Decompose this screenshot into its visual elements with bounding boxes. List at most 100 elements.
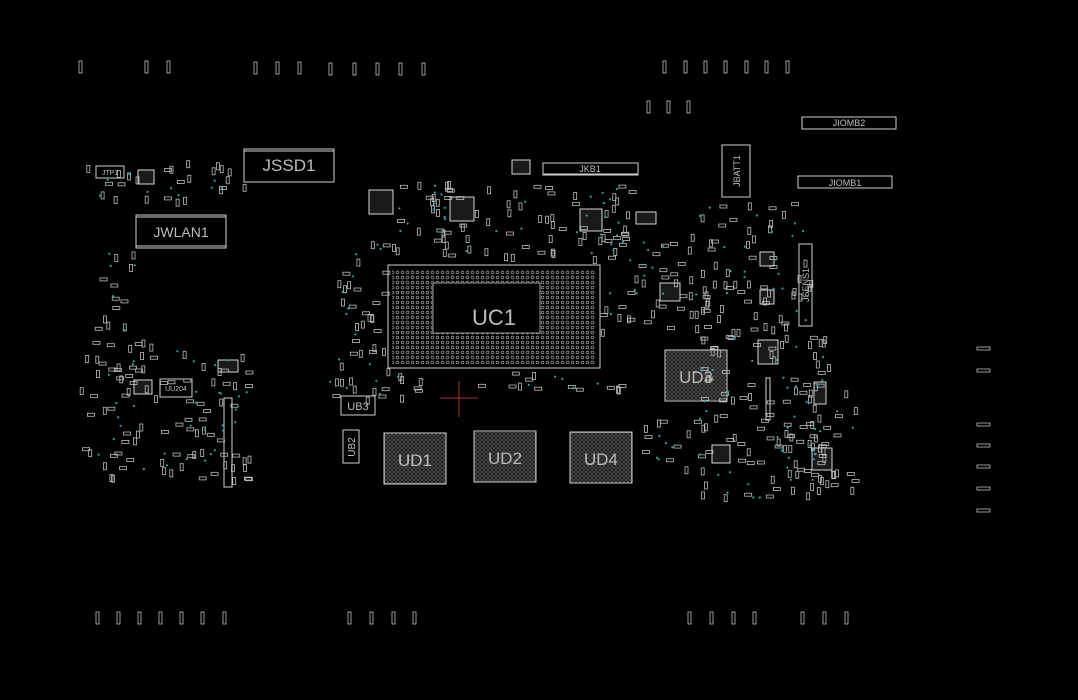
connector-jssd1[interactable]: JSSD1 bbox=[243, 148, 335, 183]
passive-component bbox=[721, 370, 730, 374]
passive-component bbox=[505, 231, 514, 236]
passive-component bbox=[606, 385, 615, 390]
passive-component bbox=[806, 492, 811, 501]
passive-component bbox=[416, 227, 421, 236]
passive-component bbox=[659, 419, 668, 424]
passive-component bbox=[627, 290, 636, 295]
passive-component bbox=[506, 200, 511, 209]
via bbox=[641, 263, 644, 266]
chip-ud1[interactable]: UD1 bbox=[383, 432, 447, 485]
passive-component bbox=[135, 176, 140, 185]
passive-component bbox=[110, 453, 118, 458]
passive-component bbox=[182, 351, 187, 359]
via bbox=[727, 390, 730, 393]
right-edge-pads bbox=[976, 346, 991, 513]
passive-component bbox=[723, 281, 728, 290]
passive-component bbox=[217, 438, 225, 443]
passive-component bbox=[767, 289, 771, 298]
passive-component bbox=[117, 182, 126, 187]
passive-component bbox=[723, 494, 728, 503]
via bbox=[218, 391, 221, 394]
passive-component bbox=[79, 387, 84, 396]
passive-component bbox=[550, 214, 555, 223]
passive-component bbox=[766, 400, 775, 405]
passive-component bbox=[739, 395, 748, 400]
via bbox=[787, 456, 790, 459]
connector-jiomb1[interactable]: JIOMB1 bbox=[797, 175, 893, 189]
via bbox=[465, 250, 468, 253]
passive-component bbox=[231, 464, 235, 473]
passive-component bbox=[832, 471, 836, 480]
passive-component bbox=[442, 249, 447, 257]
via bbox=[755, 214, 758, 217]
connector-jiomb2[interactable]: JIOMB2 bbox=[801, 116, 897, 130]
passive-component bbox=[808, 389, 813, 398]
passive-component bbox=[776, 438, 781, 447]
passive-component bbox=[186, 160, 191, 169]
via bbox=[433, 191, 436, 194]
passive-component bbox=[425, 195, 434, 200]
passive-component bbox=[242, 183, 247, 192]
chip-ub2[interactable]: UB2 bbox=[342, 429, 360, 464]
passive-component bbox=[618, 305, 627, 309]
via bbox=[664, 442, 668, 445]
chip-ud4[interactable]: UD4 bbox=[569, 431, 633, 484]
via bbox=[635, 292, 638, 295]
via bbox=[758, 496, 761, 499]
passive-component bbox=[161, 429, 169, 434]
passive-component bbox=[851, 478, 860, 483]
via bbox=[222, 438, 226, 441]
passive-component bbox=[446, 188, 455, 193]
passive-component bbox=[810, 335, 818, 340]
connector-vertical-mid[interactable] bbox=[765, 377, 771, 421]
via bbox=[805, 295, 809, 298]
passive-component bbox=[677, 306, 685, 311]
chip-uu204[interactable]: UU204 bbox=[159, 378, 193, 398]
passive-component bbox=[746, 461, 755, 466]
passive-component bbox=[337, 280, 342, 289]
passive-component bbox=[766, 412, 775, 417]
via bbox=[345, 312, 348, 316]
passive-component bbox=[186, 427, 195, 432]
connector-jwlan1[interactable]: JWLAN1 bbox=[135, 214, 227, 249]
passive-component bbox=[651, 310, 655, 319]
passive-component bbox=[373, 328, 382, 333]
via bbox=[210, 186, 213, 189]
chip-ud2[interactable]: UD2 bbox=[473, 430, 537, 483]
passive-component bbox=[817, 371, 826, 375]
passive-component bbox=[627, 317, 636, 322]
passive-component bbox=[92, 340, 101, 345]
connector-vertical-left[interactable] bbox=[223, 397, 233, 488]
via bbox=[609, 198, 612, 201]
passive-component bbox=[765, 494, 774, 499]
via bbox=[133, 264, 136, 267]
passive-component bbox=[749, 405, 758, 410]
chip-ud3[interactable]: UD3 bbox=[664, 349, 728, 402]
passive-component bbox=[117, 169, 121, 178]
passive-component bbox=[707, 247, 716, 252]
passive-component bbox=[818, 453, 827, 458]
passive-component bbox=[243, 476, 252, 481]
via bbox=[163, 452, 166, 455]
passive-component bbox=[809, 279, 814, 288]
passive-component bbox=[245, 384, 253, 388]
chip-ub3[interactable]: UB3 bbox=[340, 395, 376, 416]
passive-component bbox=[339, 362, 344, 371]
chip-uc1[interactable]: UC1 bbox=[387, 264, 601, 369]
passive-component bbox=[247, 455, 252, 464]
passive-component bbox=[613, 247, 618, 256]
passive-component bbox=[242, 457, 247, 466]
passive-component bbox=[674, 279, 678, 288]
via bbox=[221, 424, 224, 427]
connector-jkb1[interactable]: JKB1 bbox=[542, 162, 639, 176]
via bbox=[117, 416, 120, 419]
passive-component bbox=[232, 453, 241, 458]
connector-jbatt1[interactable]: JBATT1 bbox=[721, 144, 751, 198]
via bbox=[527, 383, 530, 386]
passive-component bbox=[796, 439, 805, 444]
passive-component bbox=[677, 261, 686, 266]
connector-jsens1[interactable]: JSENS1 bbox=[798, 243, 813, 327]
connector-jtp1[interactable]: JTP1 bbox=[95, 165, 125, 179]
passive-component bbox=[223, 461, 228, 470]
